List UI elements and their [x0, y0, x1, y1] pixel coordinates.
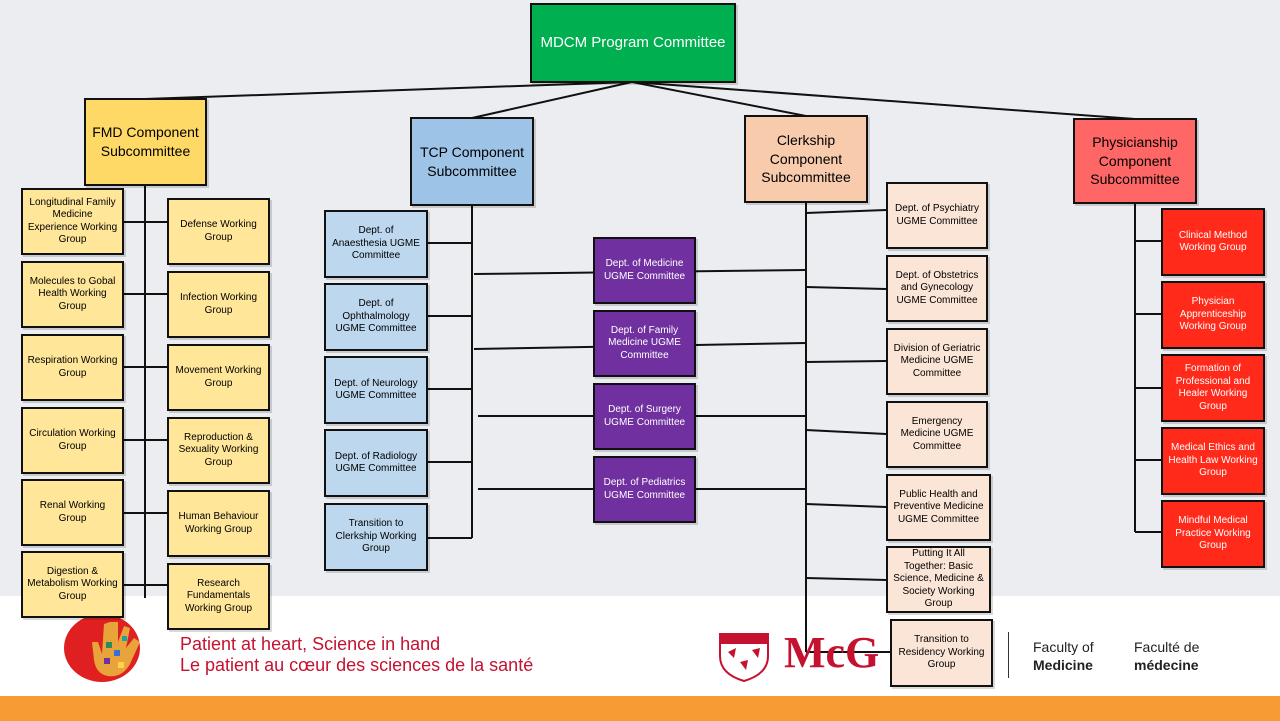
fmd-left-group: Molecules to Gobal Health Working Group	[21, 261, 124, 328]
tagline-french: Le patient au cœur des sciences de la sa…	[180, 655, 534, 675]
shared-dept-committee: Dept. of Surgery UGME Committee	[593, 383, 696, 450]
faculty-english-line2: Medicine	[1033, 656, 1093, 673]
physicianship-component-subcommittee: Physicianship Component Subcommittee	[1073, 118, 1197, 204]
physicianship-group: Medical Ethics and Health Law Working Gr…	[1161, 427, 1265, 495]
fmd-left-label: Circulation Working Group	[29, 428, 116, 452]
clerkship-group-label: Dept. of Obstetrics and Gynecology UGME …	[895, 269, 979, 306]
faculty-french-line1: Faculté de	[1134, 639, 1200, 655]
clerkship-group: Transition to Residency Working Group	[890, 619, 993, 687]
tcp-group: Transition to Clerkship Working Group	[324, 503, 428, 571]
tcp-group-label: Dept. of Anaesthesia UGME Committee	[332, 225, 420, 262]
clerkship-group: Public Health and Preventive Medicine UG…	[886, 474, 991, 541]
physicianship-group-label: Physician Apprenticeship Working Group	[1179, 296, 1247, 333]
mdcm-program-committee-label: MDCM Program Committee	[540, 33, 726, 51]
clerkship-group: Emergency Medicine UGME Committee	[886, 401, 988, 468]
faculty-english-line1: Faculty of	[1033, 639, 1094, 655]
fmd-right-group: Human Behaviour Working Group	[167, 490, 270, 557]
clerkship-group: Dept. of Psychiatry UGME Committee	[886, 182, 988, 249]
clerkship-group: Dept. of Obstetrics and Gynecology UGME …	[886, 255, 988, 322]
fmd-right-group: Reproduction & Sexuality Working Group	[167, 417, 270, 484]
tcp-group-label: Dept. of Neurology UGME Committee	[334, 377, 418, 402]
physicianship-group: Physician Apprenticeship Working Group	[1161, 281, 1265, 349]
fmd-left-group: Renal Working Group	[21, 479, 124, 546]
fmd-left-label: Renal Working Group	[39, 500, 106, 524]
fmd-left-label: Digestion & Metabolism Working Group	[27, 565, 118, 602]
fmd-left-label: Respiration Working Group	[27, 355, 118, 379]
fmd-right-label: Human Behaviour Working Group	[178, 511, 259, 535]
fmd-left-group: Longitudinal Family Medicine Experience …	[21, 188, 124, 255]
hand-logo-icon	[64, 614, 140, 682]
mcgill-crest-icon	[719, 633, 769, 682]
physicianship-group-label: Medical Ethics and Health Law Working Gr…	[1168, 442, 1258, 479]
faculty-french-line2: médecine	[1134, 656, 1199, 673]
fmd-right-label: Reproduction & Sexuality Working Group	[178, 431, 259, 468]
physicianship-group-label: Clinical Method Working Group	[1178, 229, 1248, 254]
clerkship-title: Clerkship Component Subcommittee	[761, 131, 851, 186]
tcp-group: Dept. of Ophthalmology UGME Committee	[324, 283, 428, 351]
fmd-right-label: Infection Working Group	[179, 292, 258, 316]
clerkship-group-label: Transition to Residency Working Group	[898, 634, 985, 671]
footer-divider	[1008, 632, 1009, 678]
shared-dept-label: Dept. of Medicine UGME Committee	[603, 258, 686, 282]
fmd-title: FMD Component Subcommittee	[92, 124, 199, 159]
shared-dept-label: Dept. of Surgery UGME Committee	[603, 404, 686, 428]
shared-dept-committee: Dept. of Medicine UGME Committee	[593, 237, 696, 304]
physicianship-title: Physicianship Component Subcommittee	[1090, 133, 1180, 188]
clerkship-group-label: Emergency Medicine UGME Committee	[900, 415, 974, 452]
physicianship-group-label: Formation of Professional and Healer Wor…	[1175, 363, 1251, 412]
clerkship-component-subcommittee: Clerkship Component Subcommittee	[744, 115, 868, 203]
fmd-left-label: Longitudinal Family Medicine Experience …	[27, 196, 118, 246]
fmd-left-label: Molecules to Gobal Health Working Group	[29, 275, 116, 312]
clerkship-group-label: Division of Geriatric Medicine UGME Comm…	[893, 342, 981, 379]
tcp-group: Dept. of Radiology UGME Committee	[324, 429, 428, 497]
fmd-left-group: Circulation Working Group	[21, 407, 124, 474]
tcp-title: TCP Component Subcommittee	[419, 143, 524, 179]
tcp-group-label: Dept. of Radiology UGME Committee	[334, 450, 418, 475]
tcp-component-subcommittee: TCP Component Subcommittee	[410, 117, 534, 206]
shared-dept-committee: Dept. of Pediatrics UGME Committee	[593, 456, 696, 523]
tcp-group: Dept. of Neurology UGME Committee	[324, 356, 428, 424]
fmd-right-group: Movement Working Group	[167, 344, 270, 411]
physicianship-group: Mindful Medical Practice Working Group	[1161, 500, 1265, 568]
fmd-component-subcommittee: FMD Component Subcommittee	[84, 98, 207, 186]
fmd-right-label: Research Fundamentals Working Group	[184, 577, 253, 614]
mdcm-program-committee: MDCM Program Committee	[530, 3, 736, 83]
footer-orange-strip	[0, 696, 1280, 721]
physicianship-group: Formation of Professional and Healer Wor…	[1161, 354, 1265, 422]
fmd-right-group: Infection Working Group	[167, 271, 270, 338]
shared-dept-label: Dept. of Family Medicine UGME Committee	[608, 324, 681, 361]
physicianship-group: Clinical Method Working Group	[1161, 208, 1265, 276]
university-wordmark: McG	[784, 628, 880, 677]
tcp-group-label: Dept. of Ophthalmology UGME Committee	[335, 298, 417, 335]
clerkship-group-label: Public Health and Preventive Medicine UG…	[893, 488, 984, 525]
fmd-right-label: Defense Working Group	[180, 219, 257, 243]
clerkship-group: Division of Geriatric Medicine UGME Comm…	[886, 328, 988, 395]
fmd-left-group: Digestion & Metabolism Working Group	[21, 551, 124, 618]
fmd-right-group: Research Fundamentals Working Group	[167, 563, 270, 630]
shared-dept-label: Dept. of Pediatrics UGME Committee	[603, 477, 686, 501]
tcp-group-label: Transition to Clerkship Working Group	[335, 518, 417, 555]
clerkship-group: Putting It All Together: Basic Science, …	[886, 546, 991, 613]
fmd-right-group: Defense Working Group	[167, 198, 270, 265]
clerkship-group-label: Dept. of Psychiatry UGME Committee	[895, 203, 979, 227]
fmd-right-label: Movement Working Group	[175, 365, 262, 389]
tcp-group: Dept. of Anaesthesia UGME Committee	[324, 210, 428, 278]
fmd-left-group: Respiration Working Group	[21, 334, 124, 401]
physicianship-group-label: Mindful Medical Practice Working Group	[1175, 515, 1251, 552]
clerkship-group-label: Putting It All Together: Basic Science, …	[893, 548, 984, 610]
shared-dept-committee: Dept. of Family Medicine UGME Committee	[593, 310, 696, 377]
tagline-english: Patient at heart, Science in hand	[180, 634, 441, 654]
